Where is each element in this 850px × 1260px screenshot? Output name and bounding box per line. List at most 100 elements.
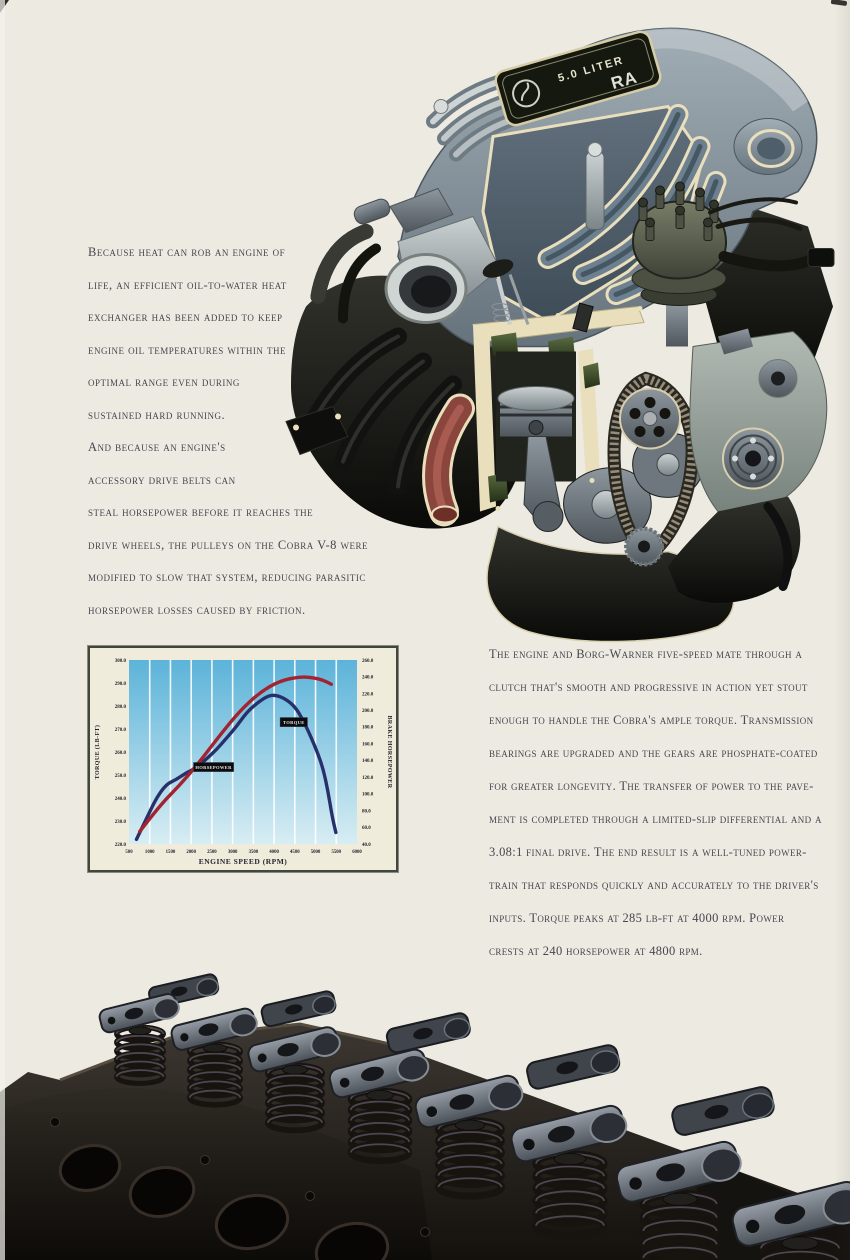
page-left-edge bbox=[0, 0, 5, 1260]
y-left-tick-label: 300.0 bbox=[115, 659, 127, 664]
text-line: optimal range even during bbox=[88, 375, 240, 389]
valve-spring-assembly bbox=[98, 993, 180, 1086]
header-flange bbox=[285, 405, 349, 456]
text-line: And because an engine's bbox=[88, 440, 226, 454]
text-line: for greater longevity. The transfer of p… bbox=[489, 779, 814, 793]
flange-bolt bbox=[293, 424, 299, 431]
text-line: inputs. Torque peaks at 285 lb-ft at 400… bbox=[489, 911, 785, 925]
text-line: horsepower losses caused by friction. bbox=[88, 602, 306, 617]
rocker-arm bbox=[170, 1007, 258, 1051]
engine-badge: 5.0 LITER RA bbox=[494, 30, 662, 127]
series-label: TORQUE bbox=[283, 720, 305, 725]
text-line: steal horsepower before it reaches the bbox=[88, 505, 314, 519]
cam-sprocket bbox=[619, 387, 681, 450]
y-left-tick-label: 280.0 bbox=[115, 705, 127, 710]
y-right-tick-label: 80.0 bbox=[362, 809, 371, 814]
y-right-tick-label: 100.0 bbox=[362, 793, 374, 798]
chart-canvas: 300.0290.0280.0270.0260.0250.0240.0230.0… bbox=[94, 659, 392, 866]
valve-spring-assembly bbox=[615, 1140, 742, 1260]
oil-filler-cap bbox=[433, 99, 449, 114]
x-tick-label: 3500 bbox=[249, 850, 259, 855]
x-tick-label: 2500 bbox=[207, 850, 217, 855]
rocker-arm-back-row bbox=[260, 990, 337, 1028]
text-line: train that responds quickly and accurate… bbox=[489, 878, 819, 892]
y-left-tick-label: 270.0 bbox=[115, 728, 127, 733]
series-label-box bbox=[279, 717, 308, 727]
rocker-arm-back-row bbox=[671, 1086, 775, 1136]
oil-pan bbox=[486, 525, 735, 643]
cut-edge-bolts bbox=[477, 306, 643, 511]
text-line: sustained hard running. bbox=[88, 407, 226, 422]
engine-cutaway-illustration: 5.0 LITER RA bbox=[285, 27, 835, 643]
snake-emblem-icon bbox=[520, 82, 530, 101]
y-right-tick-label: 260.0 bbox=[362, 659, 374, 664]
valve-springs-and-rockers bbox=[98, 973, 850, 1260]
rocker-arm bbox=[615, 1140, 742, 1203]
boss-bore bbox=[757, 137, 785, 160]
x-tick-label: 1000 bbox=[145, 850, 155, 855]
y-right-tick-label: 40.0 bbox=[362, 843, 371, 848]
valve-spring-assembly bbox=[328, 1048, 430, 1164]
y-right-tick-label: 200.0 bbox=[362, 709, 374, 714]
engine-block-right bbox=[668, 496, 801, 603]
rocker-arm bbox=[510, 1104, 628, 1163]
text-line: enough to handle the Cobra's ample torqu… bbox=[489, 713, 814, 727]
rocker-arm bbox=[328, 1048, 430, 1099]
y-left-axis-title: TORQUE (LB-FT) bbox=[94, 725, 101, 780]
series-label-box bbox=[193, 762, 234, 772]
x-tick-label: 5000 bbox=[311, 850, 321, 855]
text-line: engine oil temperatures within the bbox=[88, 342, 286, 357]
head-bolt-holes bbox=[50, 1117, 430, 1237]
y-right-tick-label: 60.0 bbox=[362, 826, 371, 831]
wiring-harness bbox=[708, 197, 820, 272]
head-front-face bbox=[0, 1088, 432, 1260]
rocker-arm-back-row bbox=[526, 1044, 621, 1090]
drivetrain-paragraph: The engine and Borg-Warner five-speed ma… bbox=[489, 638, 849, 968]
text-line: exchanger has been added to keep bbox=[88, 310, 283, 324]
text-line: life, an efficient oil-to-water heat bbox=[88, 277, 287, 292]
horsepower-curve bbox=[138, 675, 333, 834]
throttle-body bbox=[353, 187, 501, 324]
x-tick-label: 3000 bbox=[228, 850, 238, 855]
snake-emblem-icon bbox=[512, 79, 541, 108]
x-tick-label: 4500 bbox=[290, 850, 300, 855]
text-line: bearings are upgraded and the gears are … bbox=[489, 746, 818, 760]
rocker-arm bbox=[731, 1181, 850, 1247]
x-tick-label: 4000 bbox=[269, 850, 279, 855]
piston-and-rod bbox=[497, 386, 575, 532]
x-tick-label: 2000 bbox=[186, 850, 196, 855]
rocker-arm-back-row bbox=[385, 1012, 471, 1054]
chart-plot-area bbox=[129, 660, 357, 844]
valve-spring-assembly bbox=[414, 1074, 524, 1200]
boss-ring bbox=[747, 129, 795, 168]
exhaust-ports bbox=[58, 1144, 390, 1260]
egr-tube bbox=[585, 151, 605, 230]
y-left-tick-label: 240.0 bbox=[115, 797, 127, 802]
text-line: drive wheels, the pulleys on the Cobra V… bbox=[88, 537, 369, 552]
text-line: The engine and Borg-Warner five-speed ma… bbox=[489, 647, 803, 661]
crank-pulley-hub bbox=[722, 427, 784, 490]
distributor bbox=[631, 181, 728, 347]
y-right-tick-label: 140.0 bbox=[362, 759, 374, 764]
y-right-axis-title: BRAKE HORSEPOWER bbox=[386, 716, 392, 789]
rocker-arm bbox=[247, 1026, 341, 1073]
text-line: accessory drive belts can bbox=[88, 472, 236, 487]
series-label: HORSEPOWER bbox=[195, 765, 232, 770]
x-tick-label: 1500 bbox=[166, 850, 176, 855]
x-tick-label: 6000 bbox=[352, 850, 362, 855]
valve-spring-assembly bbox=[731, 1181, 850, 1260]
x-tick-label: 5500 bbox=[331, 850, 341, 855]
y-left-tick-label: 250.0 bbox=[115, 774, 127, 779]
y-right-tick-label: 120.0 bbox=[362, 776, 374, 781]
cylinder-head-photo bbox=[0, 973, 850, 1260]
y-right-tick-label: 220.0 bbox=[362, 692, 374, 697]
egr-fitting bbox=[587, 142, 603, 157]
torque-curve bbox=[134, 693, 338, 842]
y-right-tick-label: 160.0 bbox=[362, 742, 374, 747]
y-left-tick-label: 290.0 bbox=[115, 682, 127, 687]
text-line: 3.08:1 final drive. The end result is a … bbox=[489, 845, 807, 859]
rocker-arm bbox=[414, 1074, 524, 1129]
